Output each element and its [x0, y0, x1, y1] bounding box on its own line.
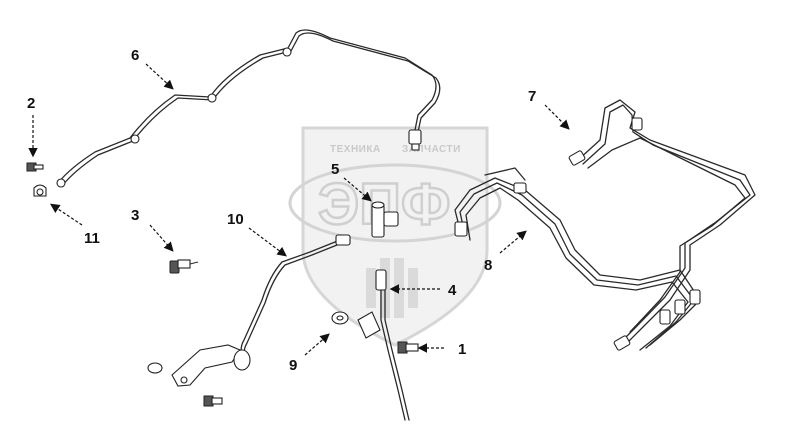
part-3-bolt [169, 259, 199, 274]
part-10-fuel-pipe [147, 234, 351, 387]
callout-labels: 1 2 3 4 5 6 7 8 9 10 11 [27, 47, 536, 374]
part-6-fuel-pipe [56, 29, 441, 188]
part-8-fuel-pipes [454, 167, 701, 351]
callout-10: 10 [227, 211, 244, 228]
watermark-logo: ТЕХНИКА ЗАПЧАСТИ ЭПФ [288, 126, 502, 347]
callout-7: 7 [528, 88, 536, 105]
callout-4: 4 [448, 282, 457, 299]
callout-9: 9 [289, 357, 297, 374]
part-1-bolt [397, 341, 419, 354]
part-11-clamp [33, 184, 47, 197]
bracket-bolt [203, 395, 223, 407]
part-2-bolt [26, 162, 44, 172]
callout-1: 1 [458, 341, 466, 358]
part-9-washer [331, 311, 349, 325]
callout-arrows [28, 63, 570, 356]
callout-8: 8 [484, 257, 492, 274]
callout-5: 5 [331, 161, 339, 178]
watermark-text-right: ЗАПЧАСТИ [402, 144, 461, 155]
callout-11: 11 [84, 230, 100, 247]
callout-2: 2 [27, 95, 35, 112]
callout-3: 3 [131, 207, 139, 224]
part-4-drain-tube [357, 269, 410, 421]
part-5-tee-fitting [371, 201, 399, 238]
part-7-fuel-pipes [568, 99, 756, 351]
callout-6: 6 [131, 47, 139, 64]
watermark-text-left: ТЕХНИКА [330, 144, 381, 155]
